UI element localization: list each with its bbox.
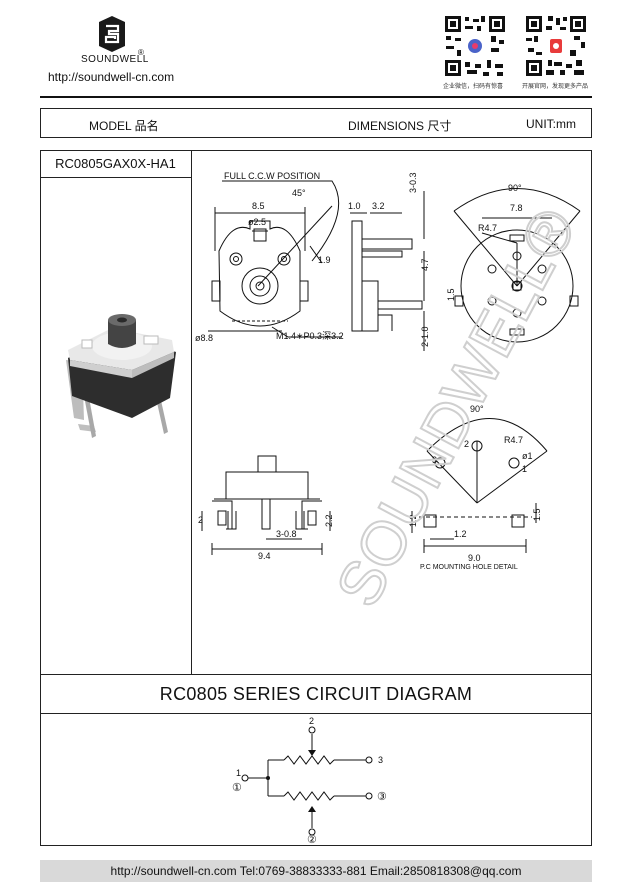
dim-3-2: 3.2 bbox=[372, 201, 385, 211]
dim-3-0-8: 3-0.8 bbox=[276, 529, 297, 539]
dim-phi-2-5: ø2.5 bbox=[248, 217, 266, 227]
thread-spec: M1.4∗P0.3深3.2 bbox=[276, 331, 344, 341]
circuit-pin-bottom: ② bbox=[307, 834, 317, 844]
dim-1-0: 1.0 bbox=[348, 201, 361, 211]
soundwell-logo-icon bbox=[99, 16, 125, 52]
wechat-qr-code-icon bbox=[443, 14, 507, 78]
dim-9-4: 9.4 bbox=[258, 551, 271, 561]
full-position-label: FULL C.C.W POSITION bbox=[224, 171, 320, 181]
circuit-pin-left: 1 bbox=[236, 768, 241, 778]
watermark: SOUNDWELL® bbox=[323, 198, 590, 617]
pc-pin-3: 3 bbox=[432, 455, 437, 465]
header-website: http://soundwell-cn.com bbox=[48, 70, 175, 84]
model-cell-divider bbox=[40, 177, 191, 178]
spec-header-bar bbox=[40, 108, 592, 138]
circuit-pin-top: 2 bbox=[309, 716, 314, 726]
pc-r4-7: R4.7 bbox=[504, 435, 523, 445]
dimensions-label: DIMENSIONS 尺寸 bbox=[348, 119, 452, 133]
header-rule bbox=[40, 96, 592, 98]
pc-mounting-caption: P.C MOUNTING HOLE DETAIL bbox=[420, 564, 518, 571]
dim-2-1-0: 2-1.0 bbox=[420, 326, 430, 347]
website-qr-code-icon bbox=[524, 14, 588, 78]
circuit-pin-right-top: 3 bbox=[378, 755, 383, 765]
dim-4-7: 4.7 bbox=[420, 258, 430, 271]
dim-phi-8-8: ø8.8 bbox=[195, 333, 213, 343]
dim-2-2: 2.2 bbox=[324, 514, 334, 527]
wechat-qr-caption: 企业微信，扫码有惊喜 bbox=[443, 84, 504, 90]
dimension-drawing: FULL C.C.W POSITION 45° 8.5 ø2.5 1.9 ø8.… bbox=[195, 171, 591, 619]
dim-2: 2 bbox=[198, 515, 203, 525]
pc-pin-2: 2 bbox=[464, 439, 469, 449]
unit-label: UNIT:mm bbox=[526, 117, 576, 131]
circuit-pin-right-bottom: ③ bbox=[377, 791, 387, 803]
website-qr-caption: 开展官网，发现更多产品 bbox=[522, 84, 589, 90]
product-photo bbox=[66, 314, 176, 438]
pc-phi-1: ø1 bbox=[522, 451, 533, 461]
circuit-title-divider bbox=[40, 713, 592, 714]
pc-dim-1-2b: 1.2 bbox=[454, 529, 467, 539]
circuit-diagram: 2 1 ① 3 ③ ② bbox=[232, 716, 387, 844]
pc-dim-1-2a: 1.2 bbox=[408, 514, 418, 527]
pc-angle-90: 90° bbox=[470, 404, 484, 414]
pc-dim-9-0: 9.0 bbox=[468, 553, 481, 563]
dim-r4-7: R4.7 bbox=[478, 223, 497, 233]
circuit-frame bbox=[40, 674, 592, 846]
angle-45-label: 45° bbox=[292, 188, 306, 198]
column-divider bbox=[191, 150, 192, 675]
circuit-pin-left-circled: ① bbox=[232, 782, 242, 794]
dim-3-0-3: 3-0.3 bbox=[408, 172, 418, 193]
dim-1-9: 1.9 bbox=[318, 255, 331, 265]
registered-mark: ® bbox=[138, 48, 144, 57]
angle-90-label: 90° bbox=[508, 183, 522, 193]
pc-pin-1: 1 bbox=[522, 464, 527, 474]
model-label: MODEL 品名 bbox=[89, 119, 159, 133]
model-number: RC0805GAX0X-HA1 bbox=[55, 156, 176, 171]
dim-7-8: 7.8 bbox=[510, 203, 523, 213]
circuit-title: RC0805 SERIES CIRCUIT DIAGRAM bbox=[159, 683, 473, 704]
footer-contact: http://soundwell-cn.com Tel:0769-3883333… bbox=[40, 860, 592, 882]
pc-dim-1-5: 1.5 bbox=[532, 508, 542, 521]
brand-name: SOUNDWELL bbox=[81, 54, 149, 65]
dim-1-5: 1.5 bbox=[446, 288, 456, 301]
dim-8-5: 8.5 bbox=[252, 201, 265, 211]
